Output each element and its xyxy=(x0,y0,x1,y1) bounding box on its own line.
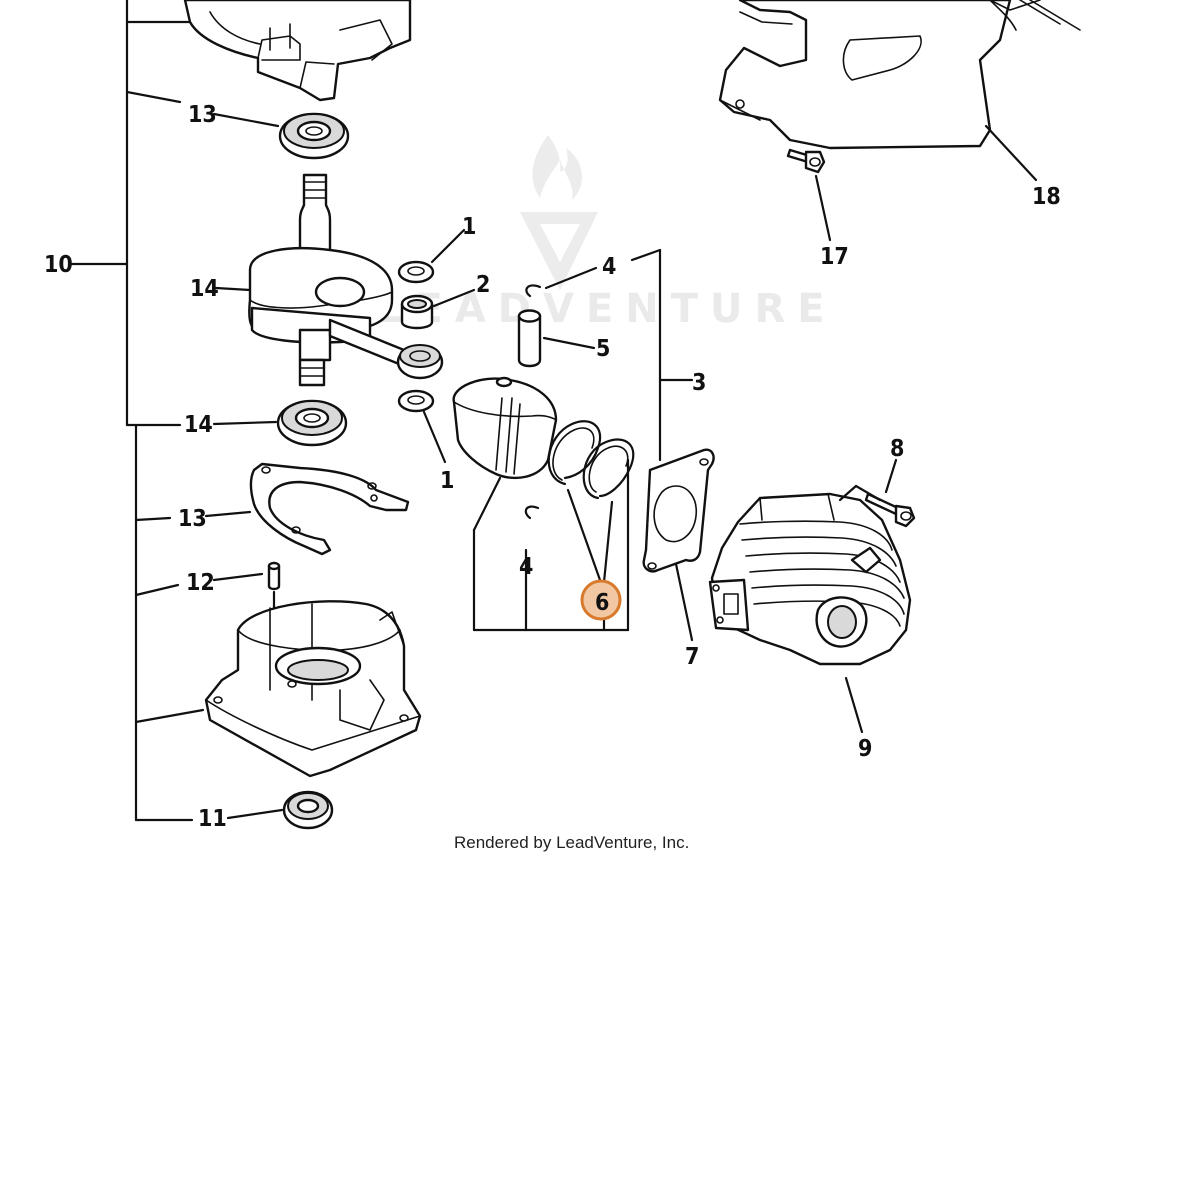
cylinder-bolt xyxy=(838,484,916,528)
piston xyxy=(452,376,558,480)
crankcase-lower xyxy=(204,600,422,778)
bearing-lower xyxy=(276,399,348,447)
callout-3[interactable]: 3 xyxy=(692,370,706,396)
piston-ring-2 xyxy=(582,438,635,500)
callout-6[interactable]: 6 xyxy=(595,590,609,616)
oil-seal xyxy=(282,790,334,830)
callout-5[interactable]: 5 xyxy=(596,336,610,362)
callout-4-top[interactable]: 4 xyxy=(602,254,616,280)
callout-15[interactable]: 14 xyxy=(190,276,219,302)
leader-lines xyxy=(204,112,1038,820)
cylinder xyxy=(708,492,912,666)
recoil-cover xyxy=(718,0,1081,150)
crankcase-gasket xyxy=(249,462,410,556)
callout-1-top[interactable]: 1 xyxy=(462,214,476,240)
callout-18[interactable]: 18 xyxy=(1032,184,1061,210)
callout-13[interactable]: 13 xyxy=(178,506,207,532)
needle-bearing xyxy=(400,294,434,330)
assembly-bracket-3 xyxy=(472,248,694,632)
callout-17[interactable]: 17 xyxy=(820,244,849,270)
callout-4-bottom[interactable]: 4 xyxy=(519,554,533,580)
piston-pin-clip-bottom xyxy=(524,505,540,520)
callout-14-lower[interactable]: 14 xyxy=(184,412,213,438)
crankcase-upper xyxy=(183,0,412,102)
bearing-upper xyxy=(278,112,350,160)
callout-2[interactable]: 2 xyxy=(476,272,490,298)
cover-screw xyxy=(786,148,826,174)
callout-10[interactable]: 10 xyxy=(44,252,73,278)
callout-6-highlight[interactable] xyxy=(580,579,622,621)
callouts: 13 10 14 14 13 12 11 1 2 1 4 5 3 4 6 7 8… xyxy=(44,102,1061,832)
callout-9[interactable]: 9 xyxy=(858,736,872,762)
callout-14-upper[interactable]: 13 xyxy=(188,102,217,128)
callout-11[interactable]: 11 xyxy=(198,806,227,832)
crankshaft xyxy=(248,173,444,387)
cylinder-gasket xyxy=(642,448,715,573)
watermark: LEADVENTURE xyxy=(378,135,837,332)
callout-8[interactable]: 8 xyxy=(890,436,904,462)
washer-bottom xyxy=(397,389,435,413)
assembly-bracket-10 xyxy=(68,0,205,822)
piston-pin-clip-top xyxy=(525,284,542,298)
callout-12[interactable]: 12 xyxy=(186,570,215,596)
callout-1-bottom[interactable]: 1 xyxy=(440,468,454,494)
credit-text: Rendered by LeadVenture, Inc. xyxy=(454,833,689,852)
washer-top xyxy=(397,260,435,284)
piston-pin xyxy=(517,309,542,368)
watermark-text: LEADVENTURE xyxy=(378,286,837,332)
callout-7[interactable]: 7 xyxy=(685,644,699,670)
